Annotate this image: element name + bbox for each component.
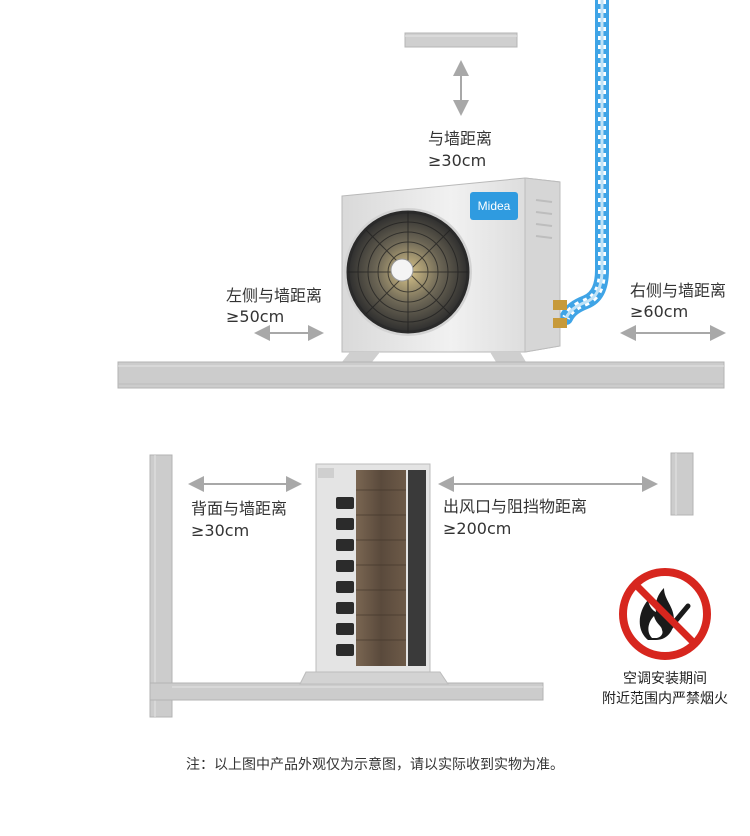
- left-distance-title: 左侧与墙距离: [226, 286, 323, 305]
- footnote: 注：以上图中产品外观仅为示意图，请以实际收到实物为准。: [186, 757, 564, 773]
- outlet-distance-title: 出风口与阻挡物距离: [443, 497, 588, 516]
- brand-logo: Midea: [477, 199, 511, 213]
- left-distance-value: ≥50cm: [226, 307, 285, 326]
- wall-distance-title: 与墙距离: [428, 129, 493, 148]
- wall-distance-value: ≥30cm: [428, 151, 487, 170]
- top-wall-slab: [404, 32, 518, 48]
- outdoor-unit-side: [299, 463, 449, 685]
- back-distance-title: 背面与墙距离: [191, 499, 288, 518]
- back-distance-value: ≥30cm: [191, 521, 250, 540]
- outdoor-unit-front: [341, 177, 567, 362]
- bottom-right-obstacle: [670, 452, 694, 516]
- warning-line-1: 空调安装期间: [623, 671, 707, 687]
- drain-pipe: [559, 0, 609, 325]
- outlet-distance-value: ≥200cm: [443, 519, 512, 538]
- bottom-left-wall: [149, 454, 544, 718]
- right-distance-value: ≥60cm: [630, 302, 689, 321]
- right-distance-title: 右侧与墙距离: [630, 281, 727, 300]
- no-fire-icon: [619, 568, 711, 660]
- warning-line-2: 附近范围内严禁烟火: [602, 691, 728, 707]
